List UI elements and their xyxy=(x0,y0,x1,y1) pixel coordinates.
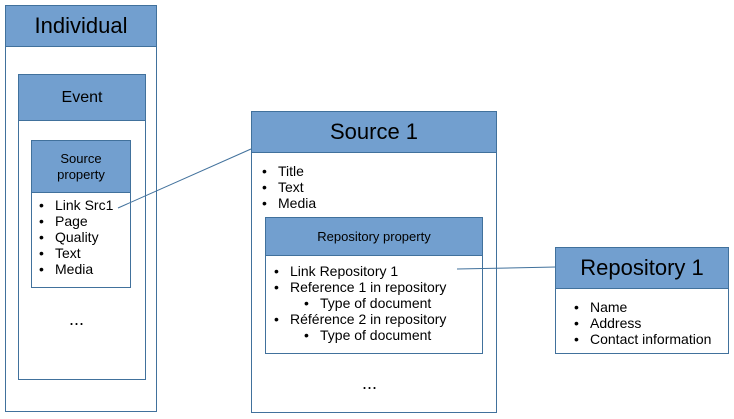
source-more-ellipsis: ... xyxy=(362,373,378,393)
source-list: Title Text Media xyxy=(262,163,316,211)
repository-property-header: Repository property xyxy=(266,218,482,256)
list-item: Name xyxy=(574,299,711,315)
source-title: Source 1 xyxy=(329,119,419,144)
list-item: Type of document xyxy=(274,295,446,311)
list-item: Address xyxy=(574,315,711,331)
repository-property-box: Repository property Link Repository 1 Re… xyxy=(265,217,483,354)
list-item: Contact information xyxy=(574,331,711,347)
connector-link-repository-to-repository xyxy=(456,266,557,270)
repository-box: Repository 1 Name Address Contact inform… xyxy=(555,247,729,354)
list-item: Media xyxy=(262,195,316,211)
source-property-box: Source property Link Src1 Page Quality T… xyxy=(31,140,131,288)
list-item: Media xyxy=(39,261,113,277)
list-item: Text xyxy=(262,179,316,195)
event-header: Event xyxy=(19,75,145,121)
repository-title: Repository 1 xyxy=(580,255,704,280)
list-item: Quality xyxy=(39,229,113,245)
event-title: Event xyxy=(61,88,103,106)
individual-header: Individual xyxy=(6,6,156,47)
list-item: Reference 1 in repository xyxy=(274,279,446,295)
list-item: Référence 2 in repository xyxy=(274,311,446,327)
list-item: Link Repository 1 xyxy=(274,263,446,279)
repository-property-title: Repository property xyxy=(317,229,431,244)
source-property-header: Source property xyxy=(32,141,130,193)
source-property-title: Source property xyxy=(57,150,105,182)
repository-property-list: Link Repository 1 Reference 1 in reposit… xyxy=(274,263,446,343)
connector-link-src1-to-source xyxy=(117,148,252,209)
list-item: Link Src1 xyxy=(39,197,113,213)
individual-title: Individual xyxy=(34,13,128,38)
source-header: Source 1 xyxy=(252,112,496,153)
repository-header: Repository 1 xyxy=(556,248,728,289)
list-item: Page xyxy=(39,213,113,229)
list-item: Title xyxy=(262,163,316,179)
source-property-list: Link Src1 Page Quality Text Media xyxy=(39,197,113,277)
repository-list: Name Address Contact information xyxy=(574,299,711,347)
event-more-ellipsis: ... xyxy=(69,309,85,329)
list-item: Text xyxy=(39,245,113,261)
list-item: Type of document xyxy=(274,327,446,343)
